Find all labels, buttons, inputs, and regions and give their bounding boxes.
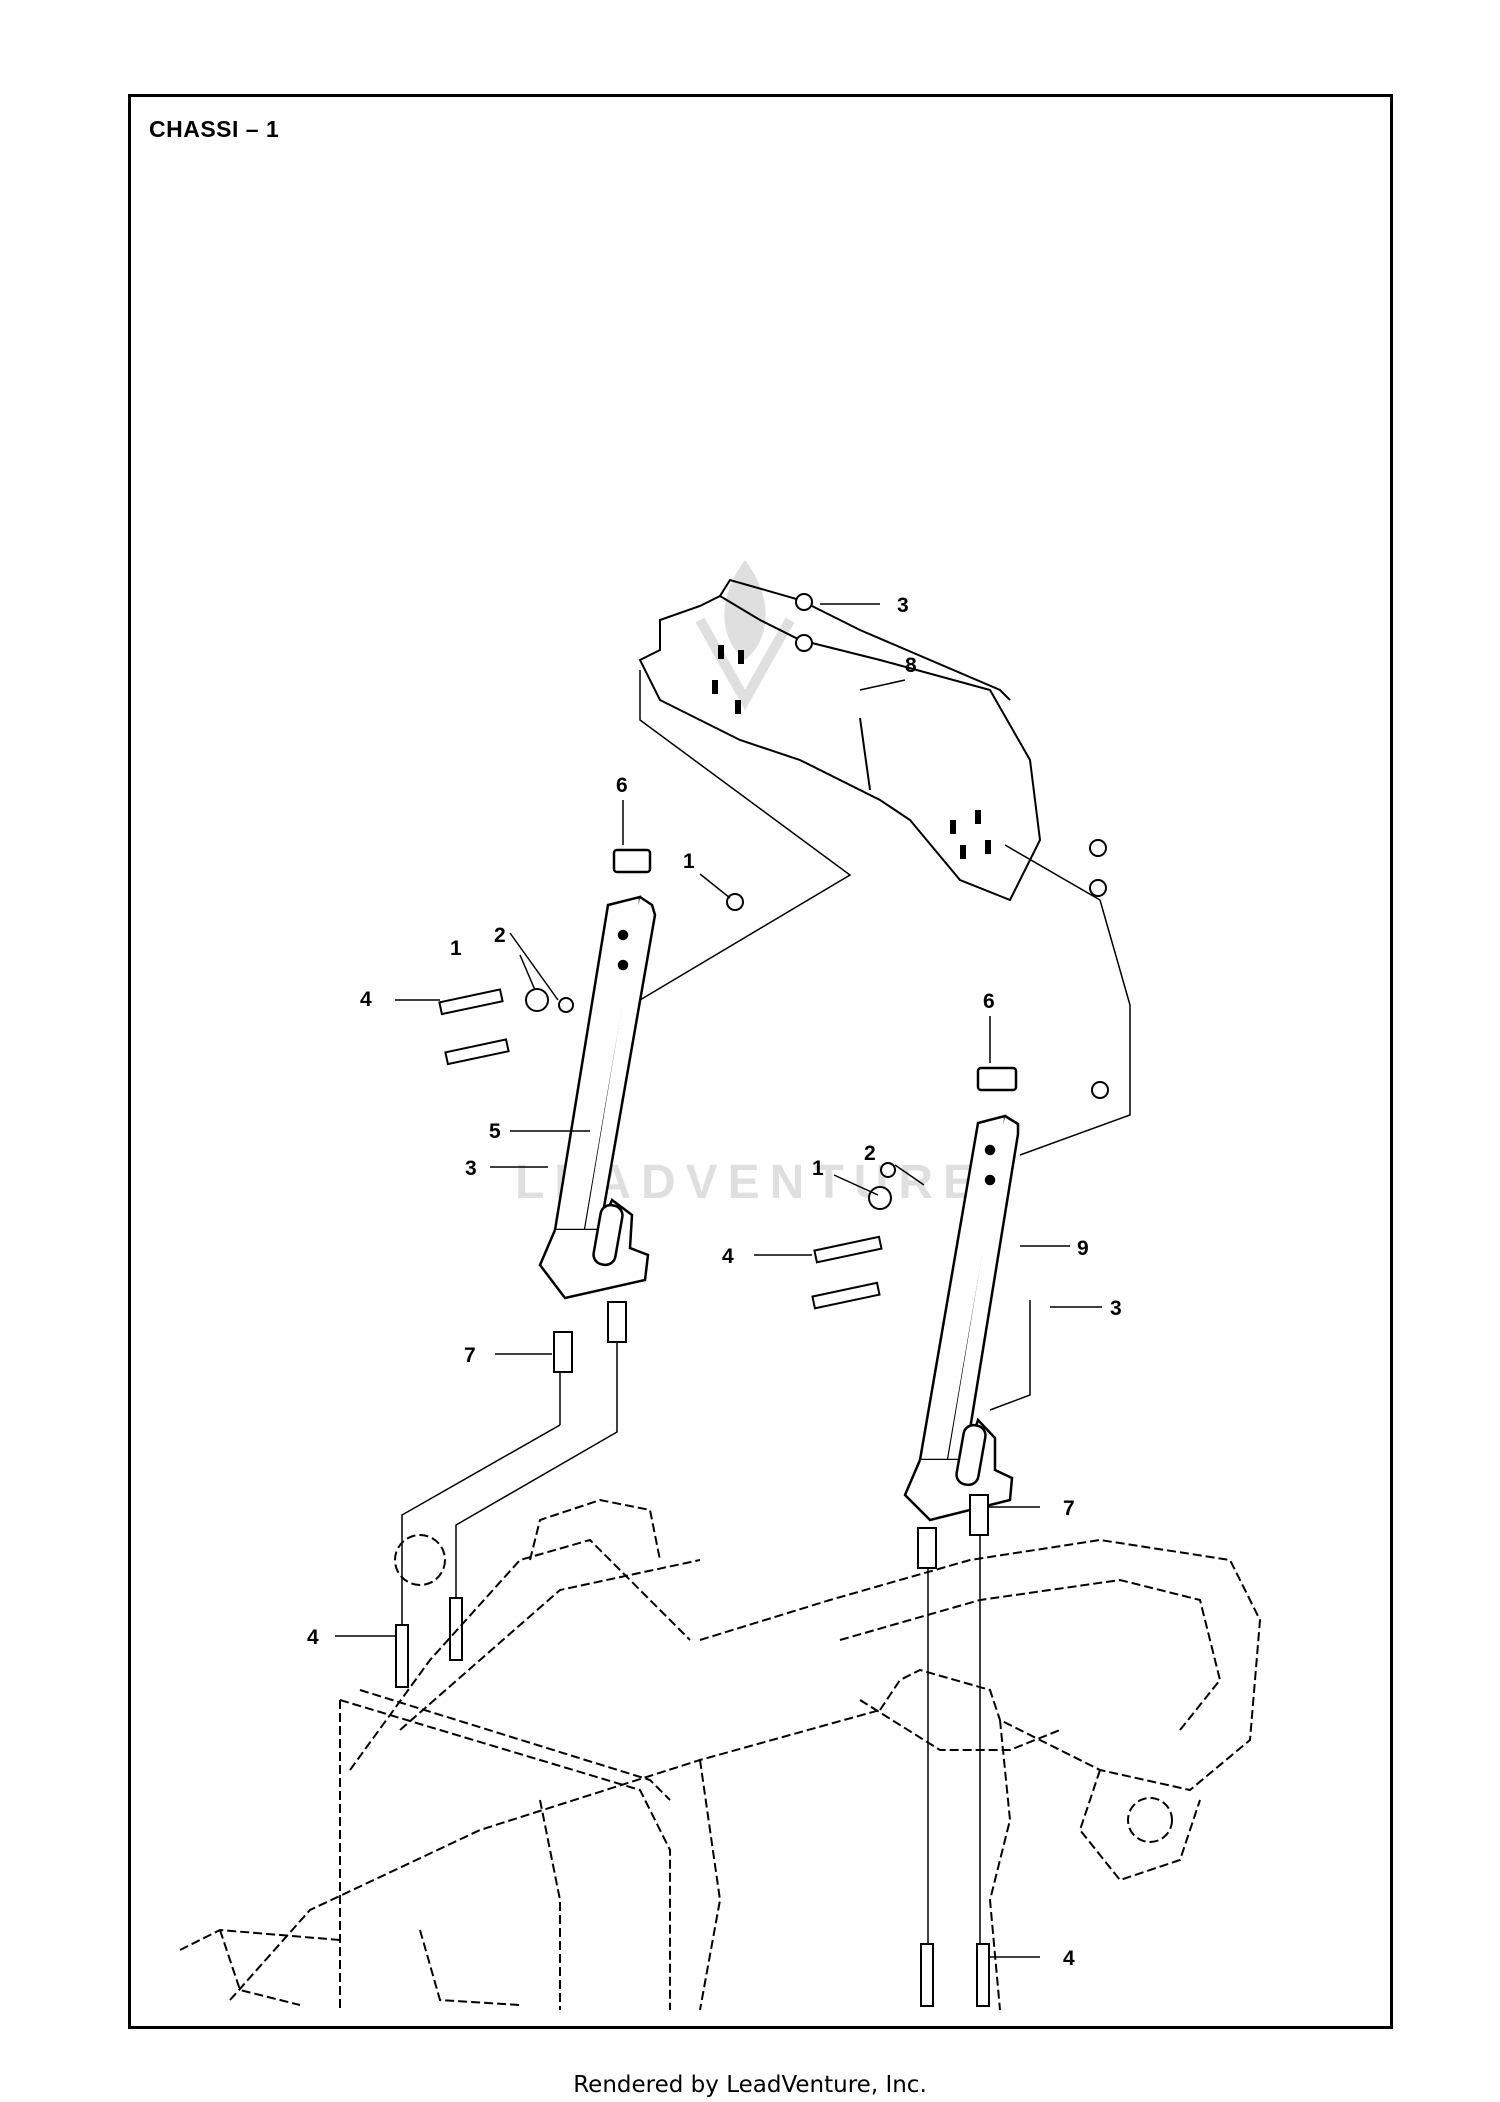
- callout-9: 9: [1077, 1237, 1089, 1260]
- callout-8: 8: [905, 654, 917, 677]
- hex-nuts-top: [726, 593, 1109, 1099]
- callout-5: 5: [489, 1120, 501, 1143]
- callout-1-left-upper: 1: [683, 850, 695, 873]
- callout-3-top: 3: [897, 594, 909, 617]
- callout-2-right: 2: [864, 1142, 876, 1165]
- callout-6-right: 6: [983, 990, 995, 1013]
- callout-3-right: 3: [1110, 1297, 1122, 1320]
- callout-1-right: 1: [812, 1157, 824, 1180]
- leader-lines: [335, 603, 1102, 1958]
- upright-5: [538, 848, 657, 1300]
- callout-3-left: 3: [465, 1157, 477, 1180]
- callout-1-left: 1: [450, 937, 462, 960]
- assembly-lines: [401, 670, 1131, 1944]
- spacers-7: [525, 988, 989, 1569]
- upright-9: [903, 1066, 1020, 1522]
- chassis-frame-dashed: [179, 1498, 1262, 2011]
- callout-7-left: 7: [464, 1344, 476, 1367]
- callout-6-left: 6: [616, 774, 628, 797]
- page-title: CHASSI – 1: [149, 116, 280, 142]
- callout-4-right-upper: 4: [722, 1245, 734, 1268]
- callout-4-left-upper: 4: [360, 988, 372, 1011]
- callout-4-left-lower: 4: [307, 1626, 319, 1649]
- callout-7-right: 7: [1063, 1497, 1075, 1520]
- footer-credit: Rendered by LeadVenture, Inc.: [573, 2072, 927, 2098]
- cross-bracket-8: [638, 578, 1042, 902]
- bolts: [395, 988, 990, 2007]
- callout-2-left: 2: [494, 924, 506, 947]
- callout-labels: 3 8 6 1 2 1 4 5 3 7 6 2 1 4 9 3 7 4 4: [307, 594, 1122, 1970]
- diagram-frame: [128, 94, 1393, 2029]
- callout-4-right-lower: 4: [1063, 1947, 1075, 1970]
